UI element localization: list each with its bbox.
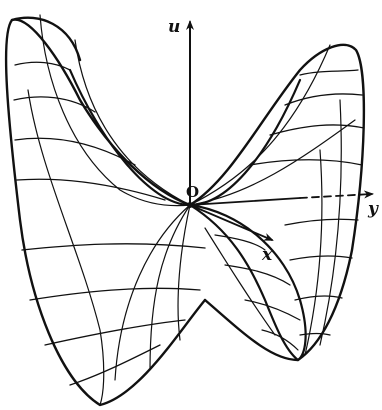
y-axis-solid — [189, 197, 301, 206]
origin-label: O — [186, 183, 199, 201]
x-axis — [189, 204, 274, 241]
x-axis-label: x — [261, 245, 273, 265]
y-axis-label: y — [367, 199, 379, 219]
surface-right-wing-outline — [188, 43, 366, 362]
right-wing-meridians — [189, 44, 356, 356]
front-lobe-mesh — [204, 227, 301, 351]
surface-front-lobe-outline — [188, 203, 307, 362]
left-wing-meridians — [27, 14, 191, 406]
surface-left-wing-outline — [4, 18, 207, 407]
surface-front-lobe-edge — [188, 203, 300, 362]
y-axis-dashed — [299, 190, 374, 199]
right-wing-mesh — [249, 69, 365, 336]
origin-point — [187, 202, 193, 208]
u-axis-label: u — [168, 17, 180, 37]
surface-top-left-rim — [10, 16, 82, 62]
